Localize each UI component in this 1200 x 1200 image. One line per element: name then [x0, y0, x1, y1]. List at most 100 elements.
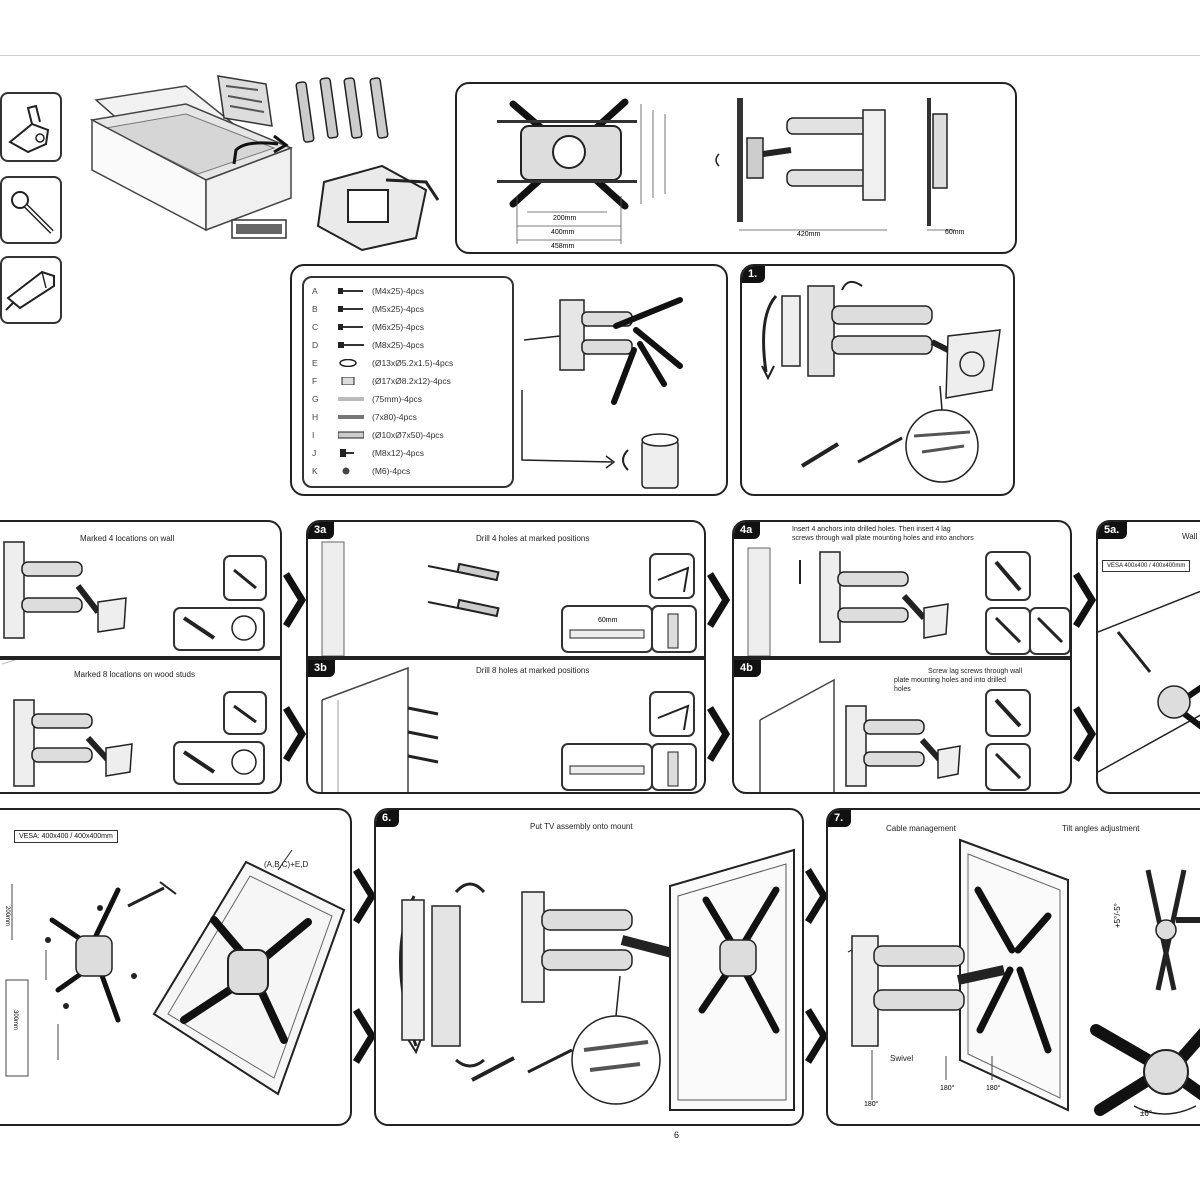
angle-label-2: 180° — [940, 1084, 955, 1092]
angle-label-1: 180° — [864, 1100, 879, 1108]
top-divider — [0, 55, 1200, 56]
step-5a-drawing — [1098, 590, 1200, 773]
parts-mount-illustration — [521, 297, 683, 489]
abc-label: (A,B,C)+E,D — [264, 860, 309, 869]
parts-list: A(M4x25)-4pcs B(M5x25)-4pcs C(M6x25)-4pc… — [302, 276, 514, 488]
step-4b-caption-3: holes — [894, 686, 911, 693]
part-row: K(M6)-4pcs — [312, 466, 411, 476]
drill-icon — [8, 104, 50, 154]
left-dim-300: 300mm — [12, 1010, 18, 1030]
tilt-range-label: +5°/-5° — [1113, 903, 1122, 928]
step-5a-label: 5a. — [1098, 522, 1128, 539]
part-row: A(M4x25)-4pcs — [312, 286, 424, 296]
step-3a-drawing: 60mm — [321, 541, 697, 656]
step-4b-caption-2: plate mounting holes and into drilled — [894, 677, 1007, 684]
step-7-caption-cable: Cable management — [886, 824, 956, 833]
step-4b-caption-1: Screw lag screws through wall — [928, 668, 1023, 675]
screw-icon — [338, 287, 364, 295]
step-5-drawing: 200mm 300mm — [4, 849, 346, 1096]
chevron-right-icon — [805, 868, 828, 924]
chevron-right-icon — [353, 868, 376, 924]
chevron-right-icon — [283, 572, 306, 628]
chevron-right-icon — [805, 1008, 828, 1064]
step-1-panel: 1. — [740, 264, 1015, 496]
tool-wrench-box — [0, 176, 62, 244]
tool-drill-box — [0, 92, 62, 162]
step-1-label: 1. — [742, 266, 766, 283]
lag-screw-icon — [338, 413, 364, 421]
part-row: I(Ø10xØ7x50)-4pcs — [312, 430, 444, 440]
part-row: H(7x80)-4pcs — [312, 412, 417, 422]
step-6-label: 6. — [376, 810, 400, 827]
step-6-drawing — [399, 848, 795, 1111]
step-3b-caption: Drill 8 holes at marked positions — [476, 666, 590, 675]
bolt-icon — [338, 449, 364, 457]
chevron-right-icon — [707, 706, 730, 762]
step-4a-panel: 4a Insert 4 anchors into drilled holes. … — [732, 520, 1072, 658]
step-7-panel: 7. Cable management Tilt angles adjustme… — [826, 808, 1200, 1126]
screw-icon — [338, 323, 364, 331]
step-4b-panel: 4b Screw lag screws through wall plate m… — [732, 658, 1072, 794]
step-6-panel: 6. Put TV assembly onto mount — [374, 808, 804, 1126]
step-5a-caption: Wall — [1182, 532, 1198, 541]
angle-label-3: 180° — [986, 1084, 1001, 1092]
vesa-label: VESA: 400x400 / 400x400mm — [14, 830, 118, 843]
step-4a-label: 4a — [734, 522, 761, 539]
step-4a-caption-1: Insert 4 anchors into drilled holes. The… — [792, 526, 951, 533]
step-3a-label: 3a — [308, 522, 335, 539]
step-7-drawing: 180° 180° 180° +5°/-5° ±6° — [847, 838, 1200, 1118]
part-row: G(75mm)-4pcs — [312, 394, 423, 404]
drill-depth-label: 60mm — [598, 617, 618, 624]
step-5a-panel: 5a. Wall VESA 400x400 / 400x400mm — [1096, 520, 1200, 794]
step-4a-drawing — [747, 547, 1070, 656]
package-contents-illustration — [89, 75, 440, 252]
socket-wrench-icon — [11, 191, 54, 234]
step-1-drawing — [761, 280, 1001, 483]
step-7-caption-tilt: Tilt angles adjustment — [1062, 824, 1140, 833]
dim-458: 458mm — [551, 243, 575, 250]
swivel-label: Swivel — [890, 1054, 914, 1063]
left-dim-200: 200mm — [4, 906, 10, 926]
part-row: B(M5x25)-4pcs — [312, 304, 424, 314]
step-3b-label: 3b — [308, 660, 335, 677]
part-row: F(Ø17xØ8.2x12)-4pcs — [312, 376, 451, 386]
page-number: 6 — [674, 1130, 680, 1140]
step-2b-drawing — [1, 660, 267, 787]
screw-icon — [338, 341, 364, 349]
step-2b-caption: Marked 8 locations on wood studs — [74, 670, 195, 679]
part-row: D(M8x25)-4pcs — [312, 340, 424, 350]
spacer-rod-icon — [338, 395, 364, 403]
rotation-label: ±6° — [1140, 1109, 1152, 1118]
step-3b-drawing — [321, 666, 697, 792]
tool-pencil-box — [0, 256, 62, 324]
step-2a-caption: Marked 4 locations on wall — [80, 534, 175, 543]
chevron-right-icon — [353, 1008, 376, 1064]
spacer-icon — [338, 377, 364, 385]
part-row: J(M8x12)-4pcs — [312, 448, 424, 458]
step-4b-drawing — [759, 678, 1031, 792]
anchor-icon — [338, 431, 364, 439]
step-2b-panel: Marked 8 locations on wood studs — [0, 658, 282, 794]
step-3a-caption: Drill 4 holes at marked positions — [476, 534, 590, 543]
dim-slim: 60mm — [945, 229, 965, 236]
part-row: C(M6x25)-4pcs — [312, 322, 424, 332]
step-4a-caption-2: screws through wall plate mounting holes… — [792, 535, 974, 542]
step-5-panel: VESA: 400x400 / 400x400mm (A,B,C)+E,D 20… — [0, 808, 352, 1126]
part-row: E(Ø13xØ5.2x1.5)-4pcs — [312, 358, 454, 368]
dim-200: 200mm — [553, 215, 577, 222]
chevron-right-icon — [283, 706, 306, 762]
step-3b-panel: 3b Drill 8 holes at marked positions — [306, 658, 706, 794]
step-4b-label: 4b — [734, 660, 761, 677]
step-2a-drawing — [3, 541, 267, 651]
dimensions-panel: 200mm 400mm 458mm 420mm 60mm — [455, 82, 1017, 254]
chevron-right-icon — [707, 572, 730, 628]
step-3a-panel: 3a Drill 4 holes at marked positions 60m… — [306, 520, 706, 658]
vesa-label-topright: VESA 400x400 / 400x400mm — [1102, 560, 1191, 572]
chevron-right-icon — [1073, 572, 1096, 628]
step-2a-panel: Marked 4 locations on wall — [0, 520, 282, 658]
step-6-caption: Put TV assembly onto mount — [530, 822, 633, 831]
screw-icon — [338, 305, 364, 313]
dimension-drawing: 200mm 400mm 458mm 420mm 60mm — [497, 98, 965, 250]
dim-400: 400mm — [551, 229, 575, 236]
step-7-label: 7. — [828, 810, 852, 827]
